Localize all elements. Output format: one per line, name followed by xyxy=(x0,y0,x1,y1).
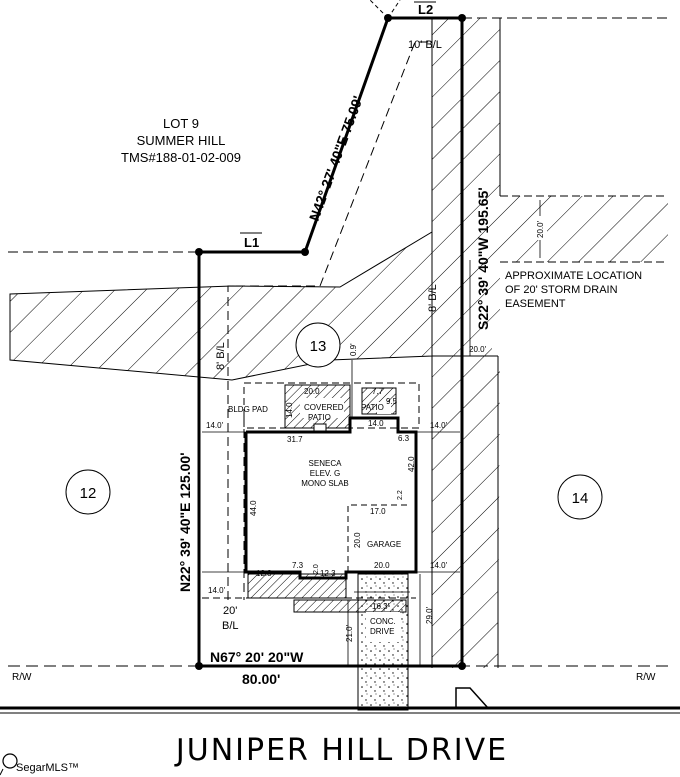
lot-13-label: 13 xyxy=(310,338,327,355)
house-name-1: SENECA xyxy=(309,459,343,468)
bearing-north-line: N42° 27' 40"E 75.09' xyxy=(306,94,366,223)
lot9-line3: TMS#188-01-02-009 xyxy=(121,150,241,165)
street-name: JUNIPER HILL DRIVE xyxy=(174,733,508,768)
lot9-line2: SUMMER HILL xyxy=(137,133,226,148)
mls-watermark: SegarMLS™ xyxy=(16,762,79,774)
easement-width-2: 20.0' xyxy=(469,345,487,354)
dim-14-top-left: 14.0' xyxy=(206,421,224,430)
dim-14-bot-left: 14.0' xyxy=(208,586,226,595)
lot-14-marker xyxy=(557,474,603,520)
dim-31-7: 31.7 xyxy=(287,435,303,444)
setback-lines xyxy=(227,41,432,600)
dim-17: 17.0 xyxy=(370,507,386,516)
dim-12-3-right: 12.3 xyxy=(320,569,336,578)
dim-20-v: 20.0 xyxy=(353,532,362,548)
dim-14-v: 14.0 xyxy=(285,402,294,418)
rw-left: R/W xyxy=(12,672,32,683)
easement-note-1: APPROXIMATE LOCATION xyxy=(505,270,642,282)
dim-14-bot-right: 14.0' xyxy=(430,561,448,570)
setback-label-10: 10' B/L xyxy=(408,39,442,51)
easement-width-1: 20.0' xyxy=(536,220,545,238)
dim-20-garage: 20.0 xyxy=(374,561,390,570)
lot-12-label: 12 xyxy=(80,485,97,502)
front-bl-2: B/L xyxy=(222,620,239,632)
bearing-south-line: N67° 20' 20"W xyxy=(210,649,304,665)
dim-2-2: 2.2 xyxy=(397,490,404,500)
dim-14-patio: 14.0 xyxy=(368,419,384,428)
dim-6-3: 6.3 xyxy=(398,434,410,443)
bearing-south-dist: 80.00' xyxy=(242,671,280,687)
mls-logo: SegarMLS™ xyxy=(0,753,79,776)
rw-right: R/W xyxy=(636,672,656,683)
setback-label-8-west: 8' B/L xyxy=(215,342,227,370)
easement-note-2: OF 20' STORM DRAIN xyxy=(505,284,618,296)
covered-patio-1: COVERED xyxy=(304,403,344,412)
house-name-3: MONO SLAB xyxy=(301,479,349,488)
garage-outline xyxy=(347,504,410,572)
dim-7-7: 7.7 xyxy=(372,387,384,396)
dim-20-top: 20.0 xyxy=(304,387,320,396)
dim-21: 21.0' xyxy=(345,624,354,642)
right-of-way xyxy=(0,665,680,714)
bearing-east-line: S22° 39' 40"W 195.65' xyxy=(475,187,491,330)
dim-2-0: 2.0 xyxy=(313,564,320,574)
dim-44: 44.0 xyxy=(249,500,258,516)
drive-label-2: DRIVE xyxy=(370,627,394,636)
lot-13-marker xyxy=(295,322,341,368)
house-outline xyxy=(244,416,418,580)
lot-12-marker xyxy=(65,469,111,515)
dim-7-3: 7.3 xyxy=(292,561,304,570)
front-bl-1: 20' xyxy=(223,605,237,617)
dim-42: 42.0 xyxy=(407,456,416,472)
dim-12-3-left: 12.3 xyxy=(256,569,272,578)
bldg-pad-label: BLDG PAD xyxy=(228,405,268,414)
covered-patio-2: PATIO xyxy=(308,413,331,422)
lot-14-label: 14 xyxy=(572,490,589,507)
easement-note-3: EASEMENT xyxy=(505,298,566,310)
bearing-west-line: N22° 39' 40"E 125.00' xyxy=(177,452,193,592)
drive-label-1: CONC. xyxy=(370,617,396,626)
line-label-l1: L1 xyxy=(244,235,259,250)
setback-label-8-east: 8' B/L xyxy=(427,284,439,312)
line-label-l2: L2 xyxy=(418,2,433,17)
lot9-line1: LOT 9 xyxy=(163,116,199,131)
house-name-2: ELEV. G xyxy=(310,469,340,478)
dim-16-3: 16.3' xyxy=(372,602,390,611)
dim-0-9: 0.9' xyxy=(349,343,358,356)
garage-label: GARAGE xyxy=(367,540,401,549)
patio-label: PATIO xyxy=(361,403,384,412)
dim-14-top-right: 14.0' xyxy=(430,421,448,430)
dim-29: 29.0' xyxy=(425,606,434,624)
dim-9-5: 9.5 xyxy=(386,397,398,406)
easement-note-bg xyxy=(500,266,660,312)
